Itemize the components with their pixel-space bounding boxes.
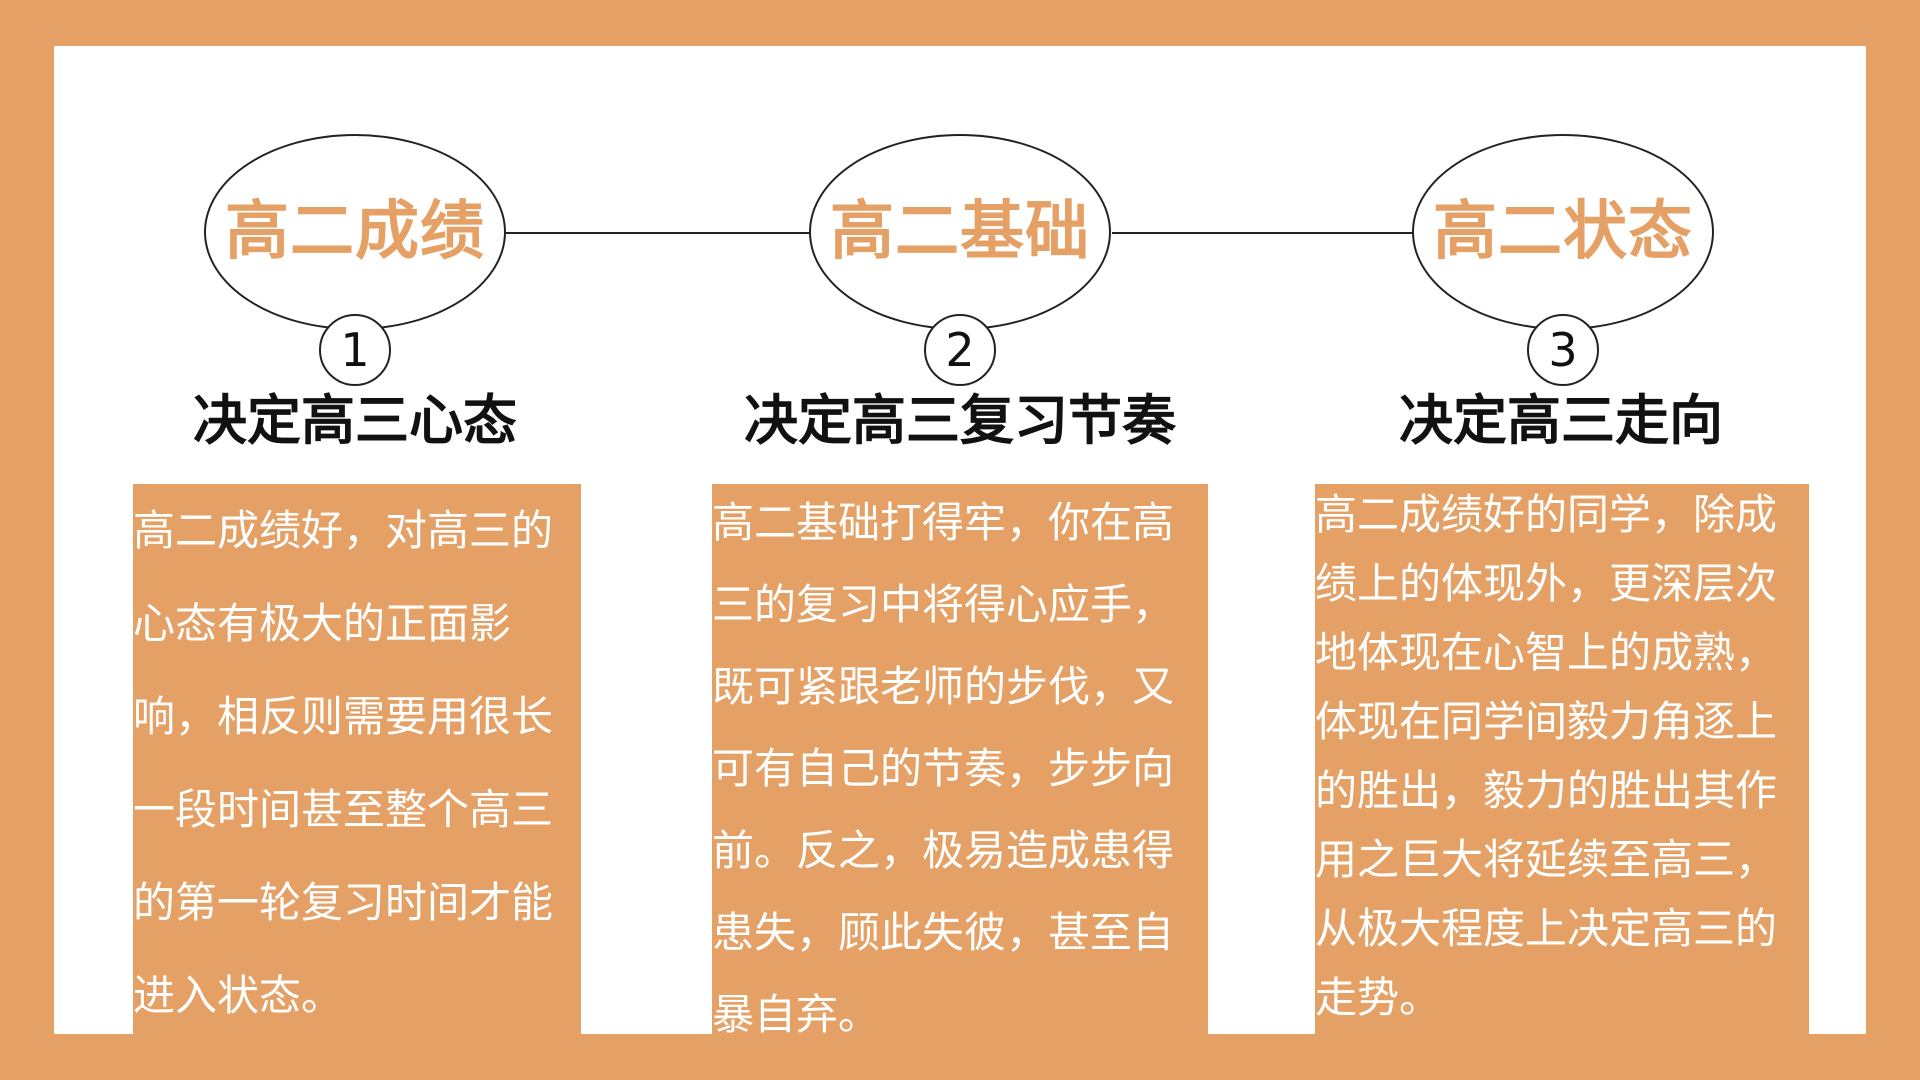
subtitle-3: 决定高三走向 [1399, 389, 1723, 452]
body-text-1: 高二成绩好，对高三的心态有极大的正面影响，相反则需要用很长一段时间甚至整个高三的… [133, 506, 554, 1020]
text-box-1: 高二成绩好，对高三的心态有极大的正面影响，相反则需要用很长一段时间甚至整个高三的… [133, 484, 581, 1036]
number-badge-2: 2 [924, 314, 996, 386]
connector-line-2-3 [1112, 232, 1468, 234]
node-title-2: 高二基础 [830, 195, 1090, 269]
ellipse-node-1: 高二成绩 [204, 134, 506, 330]
slide-canvas: 高二成绩 1 决定高三心态 高二成绩好，对高三的心态有极大的正面影响，相反则需要… [54, 46, 1866, 1036]
number-label-2: 2 [945, 323, 975, 377]
ellipse-node-3: 高二状态 [1412, 134, 1714, 330]
text-box-3: 高二成绩好的同学，除成绩上的体现外，更深层次地体现在心智上的成熟，体现在同学间毅… [1315, 484, 1809, 1036]
body-text-2: 高二基础打得牢，你在高三的复习中将得心应手，既可紧跟老师的步伐，又可有自己的节奏… [712, 498, 1175, 1036]
subtitle-2: 决定高三复习节奏 [744, 389, 1176, 452]
body-text-3: 高二成绩好的同学，除成绩上的体现外，更深层次地体现在心智上的成熟，体现在同学间毅… [1315, 490, 1778, 1022]
node-title-1: 高二成绩 [225, 195, 485, 269]
node-title-3: 高二状态 [1433, 195, 1693, 269]
number-badge-3: 3 [1527, 314, 1599, 386]
number-label-3: 3 [1548, 323, 1578, 377]
text-box-2: 高二基础打得牢，你在高三的复习中将得心应手，既可紧跟老师的步伐，又可有自己的节奏… [712, 484, 1208, 1036]
number-label-1: 1 [340, 323, 370, 377]
connector-line-1-2 [506, 232, 862, 234]
number-badge-1: 1 [319, 314, 391, 386]
subtitle-1: 决定高三心态 [193, 389, 517, 452]
ellipse-node-2: 高二基础 [809, 134, 1111, 330]
